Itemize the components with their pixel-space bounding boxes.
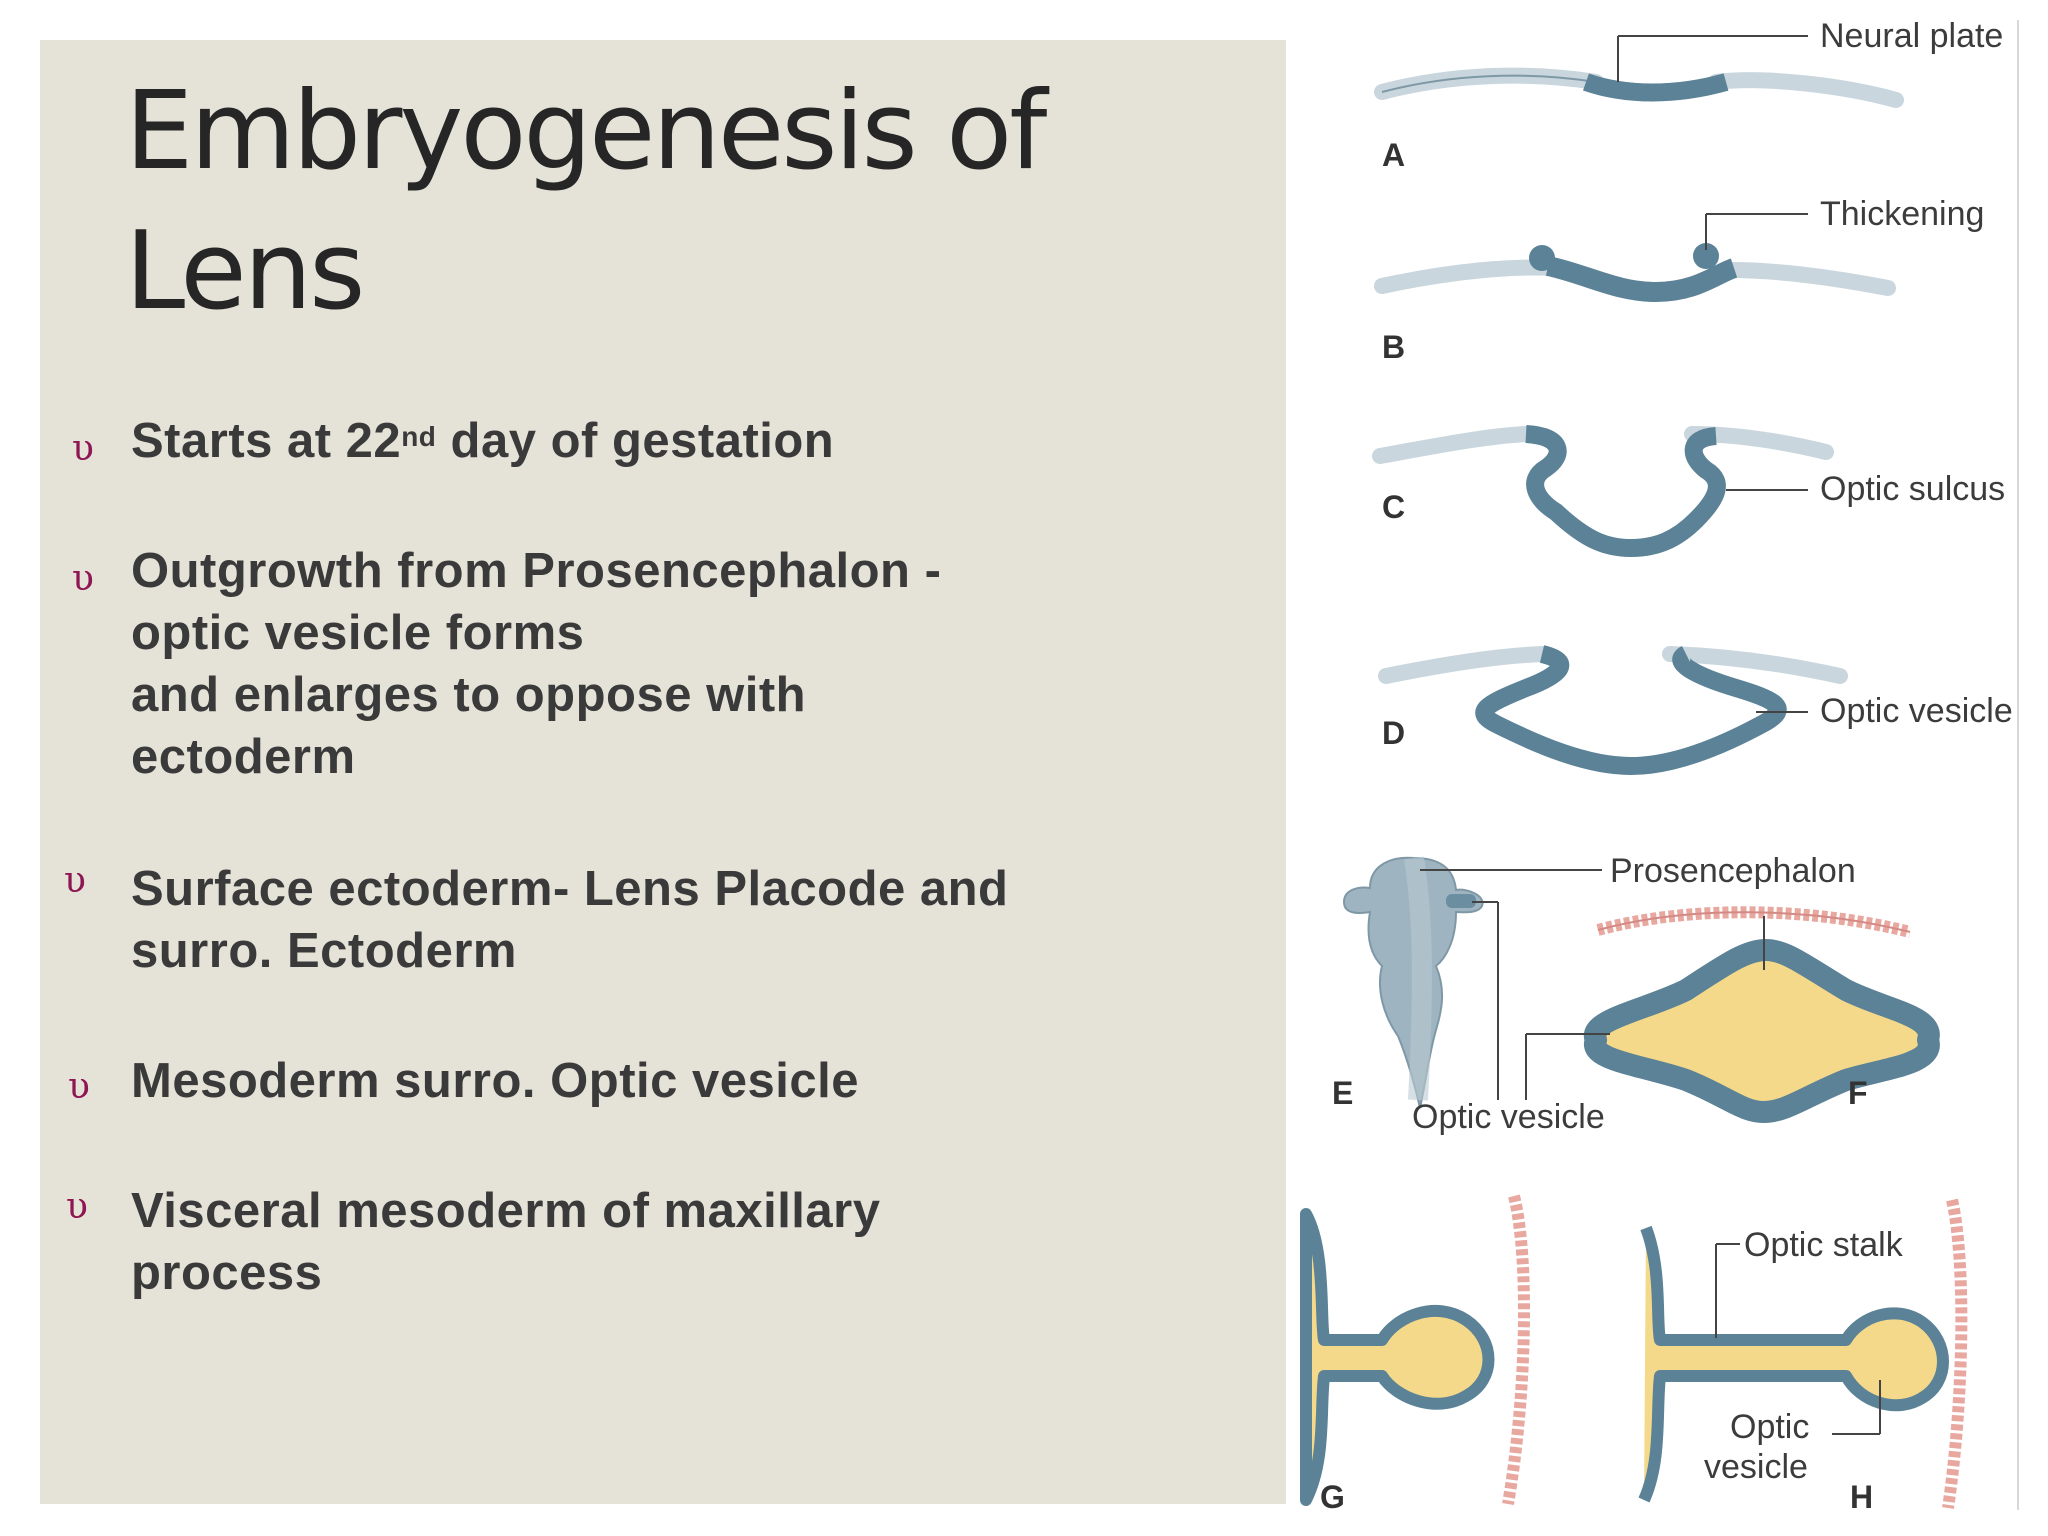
label-optic-sulcus: Optic sulcus (1820, 470, 2005, 508)
slide-panel (40, 40, 1286, 1504)
bullet-marker: υ (66, 1186, 88, 1227)
bullet-line: ectoderm (131, 730, 356, 784)
bullet-line: and enlarges to oppose with (131, 668, 807, 722)
bullet-line: Surface ectoderm- Lens Placode and (131, 862, 1009, 916)
bullet-text: Starts at 22nd day of gestation (131, 410, 1191, 472)
bullet-line: process (131, 1246, 323, 1300)
label-optic-vesicle-e: Optic vesicle (1412, 1098, 1605, 1136)
panel-letter-e: E (1332, 1075, 1353, 1111)
label-optic-vesicle-h-line2: vesicle (1704, 1448, 1808, 1486)
slide-title: Embryogenesis of Lens (125, 62, 1125, 342)
panel-letter-d: D (1382, 715, 1405, 751)
bullet-text: Mesoderm surro. Optic vesicle (131, 1050, 1191, 1112)
bullet-line: optic vesicle forms (131, 606, 585, 660)
bullet-marker: υ (64, 860, 86, 901)
label-optic-vesicle-d: Optic vesicle (1820, 692, 2013, 730)
bullet-line: surro. Ectoderm (131, 924, 517, 978)
panel-letter-c: C (1382, 489, 1405, 525)
panel-f-prosencephalon (1525, 906, 1940, 1123)
label-optic-vesicle-h-line1: Optic (1730, 1408, 1809, 1446)
bullet-marker: υ (72, 558, 94, 599)
figure-illustration: Neural plate A Thickening B Optic sulcus… (1300, 17, 2019, 1515)
panel-letter-g: G (1320, 1479, 1345, 1515)
bullet-text-part: Starts at 22 (131, 414, 402, 468)
bullet-line: Visceral mesoderm of maxillary (131, 1184, 881, 1238)
panel-b-thickening (1374, 213, 1896, 303)
bullet-marker: υ (68, 1066, 90, 1107)
panel-a-neural-plate (1374, 35, 1904, 108)
label-neural-plate: Neural plate (1820, 17, 2003, 55)
bullet-text: Visceral mesoderm of maxillary process (131, 1180, 1191, 1304)
panel-g-optic-stalk (1300, 1194, 1531, 1506)
title-line-1: Embryogenesis of (125, 69, 1047, 194)
panel-letter-h: H (1850, 1479, 1873, 1515)
label-thickening: Thickening (1820, 195, 1984, 233)
bullet-text-part: day of gestation (436, 414, 835, 468)
bullet-line: Mesoderm surro. Optic vesicle (131, 1054, 859, 1108)
panel-letter-b: B (1382, 329, 1405, 365)
eye-development-figure: Neural plate A Thickening B Optic sulcus… (1286, 0, 2048, 1536)
bullet-text: Outgrowth from Prosencephalon - optic ve… (131, 540, 1191, 788)
panel-letter-f: F (1848, 1075, 1868, 1111)
ordinal-superscript: nd (401, 421, 437, 452)
panel-e-embryo (1342, 856, 1602, 1109)
label-optic-stalk: Optic stalk (1744, 1226, 1904, 1264)
panel-h-optic-stalk-vesicle (1638, 1198, 1968, 1509)
panel-letter-a: A (1382, 137, 1405, 173)
bullet-marker: υ (72, 428, 94, 469)
bullet-line: Outgrowth from Prosencephalon - (131, 544, 942, 598)
panel-d-optic-vesicle (1378, 645, 1848, 775)
bullet-text: Surface ectoderm- Lens Placode and surro… (131, 858, 1191, 982)
title-line-2: Lens (125, 209, 365, 334)
panel-c-optic-sulcus (1372, 425, 1834, 557)
label-prosencephalon: Prosencephalon (1610, 852, 1856, 890)
